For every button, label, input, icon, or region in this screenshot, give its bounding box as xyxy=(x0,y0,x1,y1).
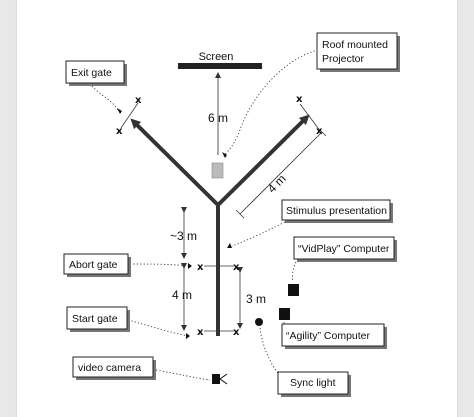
label-vidplay: “VidPlay” Computer xyxy=(293,236,397,262)
upper-stem-label: ~3 m xyxy=(170,229,197,243)
video-camera-label: video camera xyxy=(78,362,141,374)
video-camera-leader xyxy=(155,369,211,381)
screen-distance-label: 6 m xyxy=(208,111,228,125)
arm-length-tick-a xyxy=(235,209,245,219)
arm-length-line xyxy=(239,131,323,215)
start-gate-label: Start gate xyxy=(72,313,118,325)
exit-gate-left-marker-a: x xyxy=(116,126,123,137)
label-exit-gate: Exit gate xyxy=(65,60,127,86)
exit-gate-right-marker-b: x xyxy=(316,126,323,137)
start-gate-leader-tip xyxy=(186,333,190,339)
exit-gate-label: Exit gate xyxy=(71,67,112,79)
lower-stem-label: 4 m xyxy=(172,288,192,302)
diagram-frame: Screen 6 m 4 m ~3 m 4 m 3 m x x x x x x … xyxy=(17,0,457,417)
projector xyxy=(211,162,224,179)
maze-left-arm xyxy=(130,118,220,207)
label-video-camera: video camera xyxy=(72,356,156,380)
label-agility: “Agility” Computer xyxy=(281,323,387,349)
exit-gate-left-line xyxy=(120,102,139,129)
start-gate-leader xyxy=(127,319,189,337)
exit-gate-leader-tip xyxy=(117,108,122,114)
sync-light xyxy=(255,318,263,326)
arm-length-tick-b xyxy=(317,127,327,137)
sync-light-leader xyxy=(259,327,283,379)
label-stimulus: Stimulus presentation xyxy=(281,199,393,223)
label-abort-gate: Abort gate xyxy=(63,253,131,277)
agility-label: “Agility” Computer xyxy=(286,330,371,342)
video-camera-icon xyxy=(212,373,228,385)
agility-leader xyxy=(283,321,289,333)
abort-gate-leader xyxy=(129,263,191,267)
gate-spacing-label: 3 m xyxy=(246,292,266,306)
abort-gate-leader-tip xyxy=(188,263,192,269)
maze-right-arm xyxy=(216,114,310,207)
vidplay-label: “VidPlay” Computer xyxy=(298,243,390,255)
arena-diagram: Screen 6 m 4 m ~3 m 4 m 3 m x x x x x x … xyxy=(63,32,400,397)
projector-leader-tip xyxy=(222,152,227,158)
vidplay-computer xyxy=(288,284,299,296)
projector-label-line1: Roof mounted xyxy=(322,39,388,51)
start-gate-marker-left: x xyxy=(197,327,204,338)
projector-leader xyxy=(223,49,319,157)
sync-light-label: Sync light xyxy=(290,377,336,389)
stimulus-leader-tip xyxy=(227,243,232,248)
exit-gate-right-marker-a: x xyxy=(296,94,303,105)
y-maze xyxy=(130,114,310,336)
stimulus-label: Stimulus presentation xyxy=(286,205,387,217)
exit-gate-right-line xyxy=(299,103,319,129)
abort-gate-marker-right: x xyxy=(233,262,240,273)
label-sync-light: Sync light xyxy=(277,371,351,397)
projector-label-line2: Projector xyxy=(322,53,365,65)
arm-length-label: 4 m xyxy=(265,172,289,196)
vidplay-leader xyxy=(292,261,297,283)
exit-gate-left-marker-b: x xyxy=(135,95,142,106)
agility-computer xyxy=(279,308,290,320)
abort-gate-marker-left: x xyxy=(197,262,204,273)
abort-gate-label: Abort gate xyxy=(69,259,118,271)
label-start-gate: Start gate xyxy=(66,306,130,332)
label-projector: Roof mounted Projector xyxy=(316,32,400,72)
exit-gate-leader xyxy=(91,85,119,111)
start-gate-marker-right: x xyxy=(233,327,240,338)
screen-bar xyxy=(178,63,262,69)
screen-label: Screen xyxy=(199,51,234,63)
stimulus-leader xyxy=(231,221,286,247)
